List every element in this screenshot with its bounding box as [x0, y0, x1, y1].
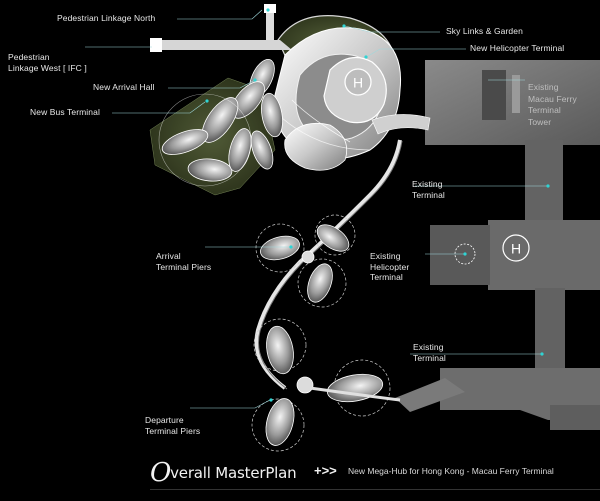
arrival-pier-petal-northeast: [316, 224, 350, 252]
arrival-pier-hub: [301, 250, 315, 264]
new-helipad-ring: [344, 68, 372, 96]
label-pedestrian-north: Pedestrian Linkage North: [57, 13, 156, 23]
departure-pier-petal-south: [265, 398, 295, 446]
label-existing-ferry-tower: Existing Macau Ferry Terminal Tower: [528, 82, 577, 127]
existing-terminal-wide: [488, 220, 600, 290]
departure-pier-ring-2: [251, 398, 305, 452]
label-arrival-piers: Arrival Terminal Piers: [156, 251, 212, 272]
leader-sky-links: [344, 25, 440, 33]
arrival-pier-petal-south: [307, 263, 333, 303]
arrival-hall-petals: [158, 58, 283, 187]
bus-terminal-petal-3: [187, 158, 233, 182]
title-main: Overall MasterPlan: [150, 458, 297, 488]
existing-spine-lower: [535, 288, 565, 368]
title-bar: Overall MasterPlan +>> New Mega-Hub for …: [150, 456, 600, 490]
departure-pier-petal-north: [266, 325, 294, 375]
bus-terminal-ring: [158, 93, 252, 187]
title-plus: +>>: [314, 463, 337, 478]
label-existing-helicopter-terminal: Existing Helicopter Terminal: [370, 251, 410, 282]
pedestrian-linkages: [150, 4, 292, 52]
title-subtitle: New Mega-Hub for Hong Kong - Macau Ferry…: [348, 466, 554, 476]
title-rest: verall MasterPlan: [170, 464, 297, 482]
new-helipad-letter: H: [353, 75, 363, 91]
tower-roof-detail: [482, 70, 506, 120]
arrival-piers: [255, 214, 356, 308]
existing-helipad-symbol: H: [454, 234, 530, 265]
leader-departure-piers: [190, 399, 271, 409]
existing-helipad-letter: H: [511, 241, 521, 257]
dot-departure-piers: [269, 398, 273, 402]
bus-terminal-petal-2: [161, 129, 209, 155]
dot-helicopter: [364, 55, 368, 59]
leader-lines: [85, 9, 548, 409]
label-pedestrian-west: Pedestrian Linkage West [ IFC ]: [8, 52, 87, 73]
dot-existing-terminal-2: [540, 352, 544, 356]
leader-bus-terminal: [112, 101, 206, 114]
dot-bus-terminal: [205, 99, 209, 103]
dot-arrival-piers: [289, 245, 293, 249]
leader-arrival-hall: [168, 79, 256, 89]
label-new-arrival-hall: New Arrival Hall: [93, 82, 155, 92]
arrival-pier-ring-1: [255, 223, 305, 273]
departure-connector: [309, 386, 401, 402]
pedestrian-link-west: [152, 40, 292, 50]
pedestrian-link-north: [266, 6, 274, 46]
existing-helipad-ring: [502, 234, 530, 262]
title-initial: O: [150, 458, 172, 488]
hub-southwest-lobe: [284, 122, 348, 171]
dot-pedestrian-north: [266, 8, 270, 12]
dot-arrival-hall: [253, 78, 257, 82]
arrival-pier-ring-2: [314, 214, 356, 256]
pedestrian-link-north-cap: [264, 4, 276, 13]
label-departure-piers: Departure Terminal Piers: [145, 415, 201, 436]
hub-rib-2: [281, 117, 371, 151]
label-existing-terminal-1: Existing Terminal: [412, 179, 445, 200]
existing-terminal-complex: [395, 60, 600, 430]
arrival-hall-petal-3: [261, 92, 283, 138]
label-new-bus-terminal: New Bus Terminal: [30, 107, 100, 117]
arrival-pier-ring-3: [297, 258, 347, 308]
hub-rib-1: [291, 99, 351, 143]
departure-pier-hub: [296, 376, 314, 394]
new-hub-roof: H: [273, 27, 431, 171]
departure-pier-petal-east: [326, 373, 384, 403]
label-sky-links: Sky Links & Garden: [446, 26, 523, 36]
existing-helipad-ring-small: [454, 243, 476, 265]
existing-helicopter-deck: [430, 225, 490, 285]
existing-lower-annex: [550, 405, 600, 430]
title-underline: [150, 489, 600, 490]
departure-piers: [251, 318, 401, 452]
hub-east-arm: [371, 114, 431, 135]
label-existing-terminal-2: Existing Terminal: [413, 342, 446, 363]
tower-roof-detail-2: [512, 75, 520, 113]
leader-pedestrian-north: [177, 9, 263, 20]
connecting-walkway: [254, 139, 402, 390]
label-new-helicopter-terminal: New Helicopter Terminal: [470, 43, 565, 53]
dot-sky-links: [342, 24, 346, 28]
bus-terminal-petal-4: [228, 128, 252, 172]
dot-existing-terminal-1: [546, 184, 550, 188]
bus-terminal-petal-5: [250, 130, 274, 170]
existing-pier-stub: [395, 378, 465, 412]
connecting-walkway-edge: [258, 140, 403, 390]
leader-helicopter: [367, 48, 466, 57]
arrival-pier-petal-west: [260, 235, 300, 261]
existing-spine-upper: [525, 140, 563, 225]
pedestrian-link-west-end: [150, 38, 162, 52]
dot-existing-heli: [463, 252, 467, 256]
leader-dots: [205, 8, 550, 402]
